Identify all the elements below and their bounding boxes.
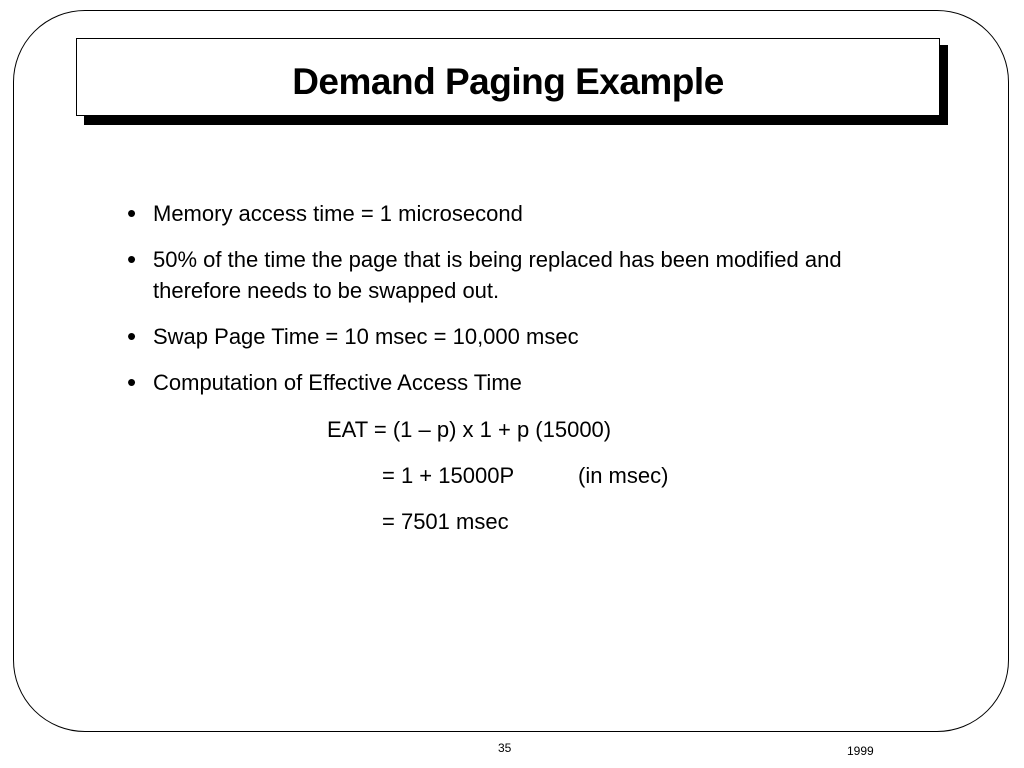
slide-title: Demand Paging Example: [292, 61, 724, 102]
bullet-icon: •: [127, 198, 137, 228]
bullet-item: • Computation of Effective Access Time: [127, 367, 847, 398]
bullet-text: Computation of Effective Access Time: [153, 370, 522, 395]
bullet-icon: •: [127, 367, 137, 397]
equation-line-1: EAT = (1 – p) x 1 + p (15000): [327, 417, 612, 442]
slide-frame: [13, 10, 1009, 732]
bullet-item: • Swap Page Time = 10 msec = 10,000 msec: [127, 321, 847, 352]
footer-year: 1999: [847, 744, 874, 758]
bullet-text: 50% of the time the page that is being r…: [153, 247, 842, 303]
bullet-text: Swap Page Time = 10 msec = 10,000 msec: [153, 324, 579, 349]
bullet-icon: •: [127, 244, 137, 274]
bullet-text: Memory access time = 1 microsecond: [153, 201, 523, 226]
bullet-item: • Memory access time = 1 microsecond: [127, 198, 847, 229]
equation-line-3: = 7501 msec: [382, 509, 509, 534]
bullet-icon: •: [127, 321, 137, 351]
page-number: 35: [498, 741, 512, 755]
bullet-list: • Memory access time = 1 microsecond • 5…: [127, 198, 847, 413]
equation-unit-note: (in msec): [578, 463, 669, 488]
bullet-item: • 50% of the time the page that is being…: [127, 244, 847, 306]
equation-line-2: = 1 + 15000P: [382, 463, 515, 488]
title-box: Demand Paging Example: [76, 38, 940, 116]
